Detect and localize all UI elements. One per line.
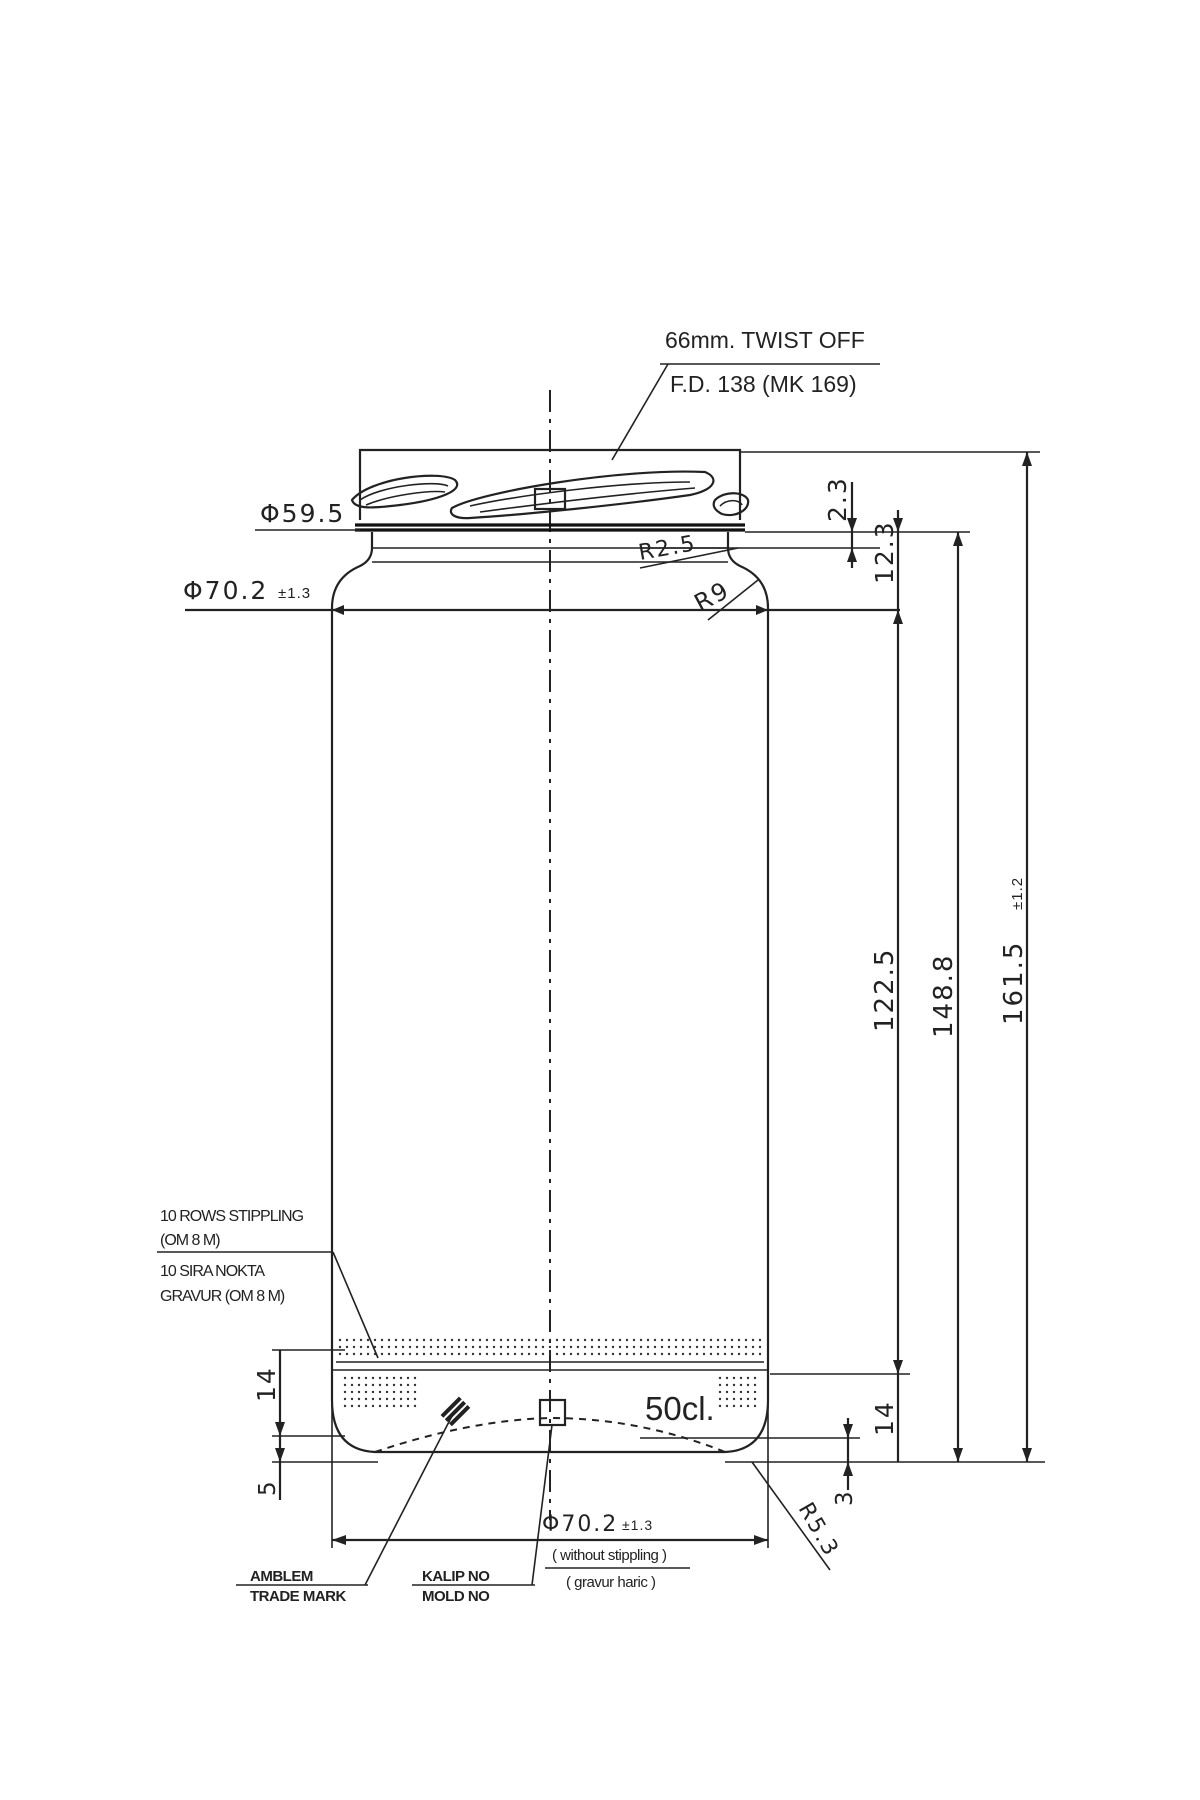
base-diameter-tolerance: ±1.3 <box>622 1517 653 1533</box>
radius-r2-5-leader <box>639 547 739 569</box>
radius-r5-3-leader <box>751 1461 831 1571</box>
stippling-note-en-line2: (OM 8 M) <box>160 1232 220 1249</box>
left-band-height-label: 14 <box>252 1366 281 1402</box>
trade-mark-emblem <box>440 1396 471 1427</box>
emblem-label-en: TRADE MARK <box>250 1588 346 1605</box>
base-diameter-note1: ( without stippling ) <box>552 1547 667 1564</box>
mold-leader <box>531 1424 553 1586</box>
finish-drawing-label: F.D. 138 (MK 169) <box>670 371 857 397</box>
emblem-label-tr: AMBLEM <box>250 1568 313 1585</box>
overall-height-tolerance: ±1.2 <box>1009 877 1026 910</box>
base-band-height-label: 14 <box>870 1400 899 1436</box>
shoulder-height-label: 12.3 <box>870 520 899 584</box>
body-diameter-label: Φ70.2 <box>183 576 268 605</box>
left-base-height-label: 5 <box>255 1479 281 1496</box>
radius-r9-leader <box>707 579 759 621</box>
overall-height-label: 161.5 <box>999 941 1029 1025</box>
right-dimension-lines <box>640 451 1045 1490</box>
push-up-height-label: 3 <box>832 1489 858 1506</box>
mold-label-en: MOLD NO <box>422 1588 490 1605</box>
body-diameter-tolerance: ±1.3 <box>278 585 311 602</box>
left-dimension-lines <box>272 1349 378 1500</box>
neck-diameter-label: Φ59.5 <box>260 499 345 528</box>
stippling-note-tr-line2: GRAVUR (OM 8 M) <box>160 1288 285 1305</box>
finish-callout-leader <box>611 363 669 461</box>
body-height-label: 122.5 <box>870 948 900 1032</box>
finish-type-label: 66mm. TWIST OFF <box>665 327 865 353</box>
finish-height-label: 148.8 <box>929 954 959 1038</box>
finish-gap-label: 2.3 <box>823 476 852 522</box>
stippling-note-leader <box>332 1251 379 1359</box>
mold-label-tr: KALIP NO <box>422 1568 490 1585</box>
base-diameter-note2: ( gravur haric ) <box>566 1574 656 1591</box>
mold-number-box <box>538 1398 567 1427</box>
stippling-note-tr-line1: 10 SIRA NOKTA <box>160 1263 265 1280</box>
base-diameter-label: Φ70.2 <box>542 1512 618 1537</box>
finish-thread <box>350 448 750 532</box>
capacity-label: 50cl. <box>645 1390 715 1427</box>
stippling-note-en-line1: 10 ROWS STIPPLING <box>160 1208 304 1225</box>
emblem-leader <box>364 1411 455 1586</box>
stippling-band <box>332 1338 768 1408</box>
